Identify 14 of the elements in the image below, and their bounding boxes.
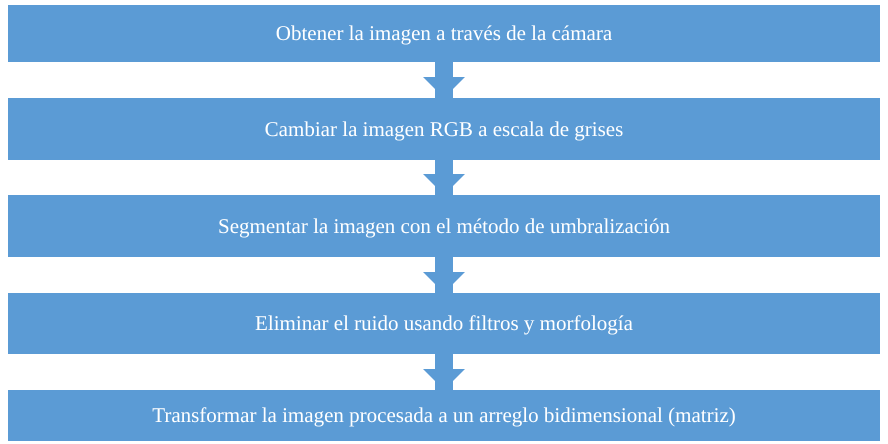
arrow bbox=[423, 257, 465, 293]
step-text: Eliminar el ruido usando filtros y morfología bbox=[255, 311, 633, 336]
step-text: Transformar la imagen procesada a un arreglo bidimensional (matriz) bbox=[152, 403, 736, 428]
step-text: Obtener la imagen a través de la cámara bbox=[276, 21, 612, 46]
step-text: Segmentar la imagen con el método de umbralización bbox=[218, 214, 670, 238]
process-box bbox=[8, 293, 880, 354]
arrow bbox=[423, 62, 465, 98]
arrow bbox=[423, 160, 465, 195]
process-box bbox=[8, 5, 880, 62]
arrow bbox=[423, 354, 465, 390]
step-text: Cambiar la imagen RGB a escala de grises bbox=[264, 116, 624, 142]
process-box bbox=[8, 390, 880, 441]
process-box bbox=[8, 195, 880, 257]
process-box bbox=[8, 98, 880, 160]
